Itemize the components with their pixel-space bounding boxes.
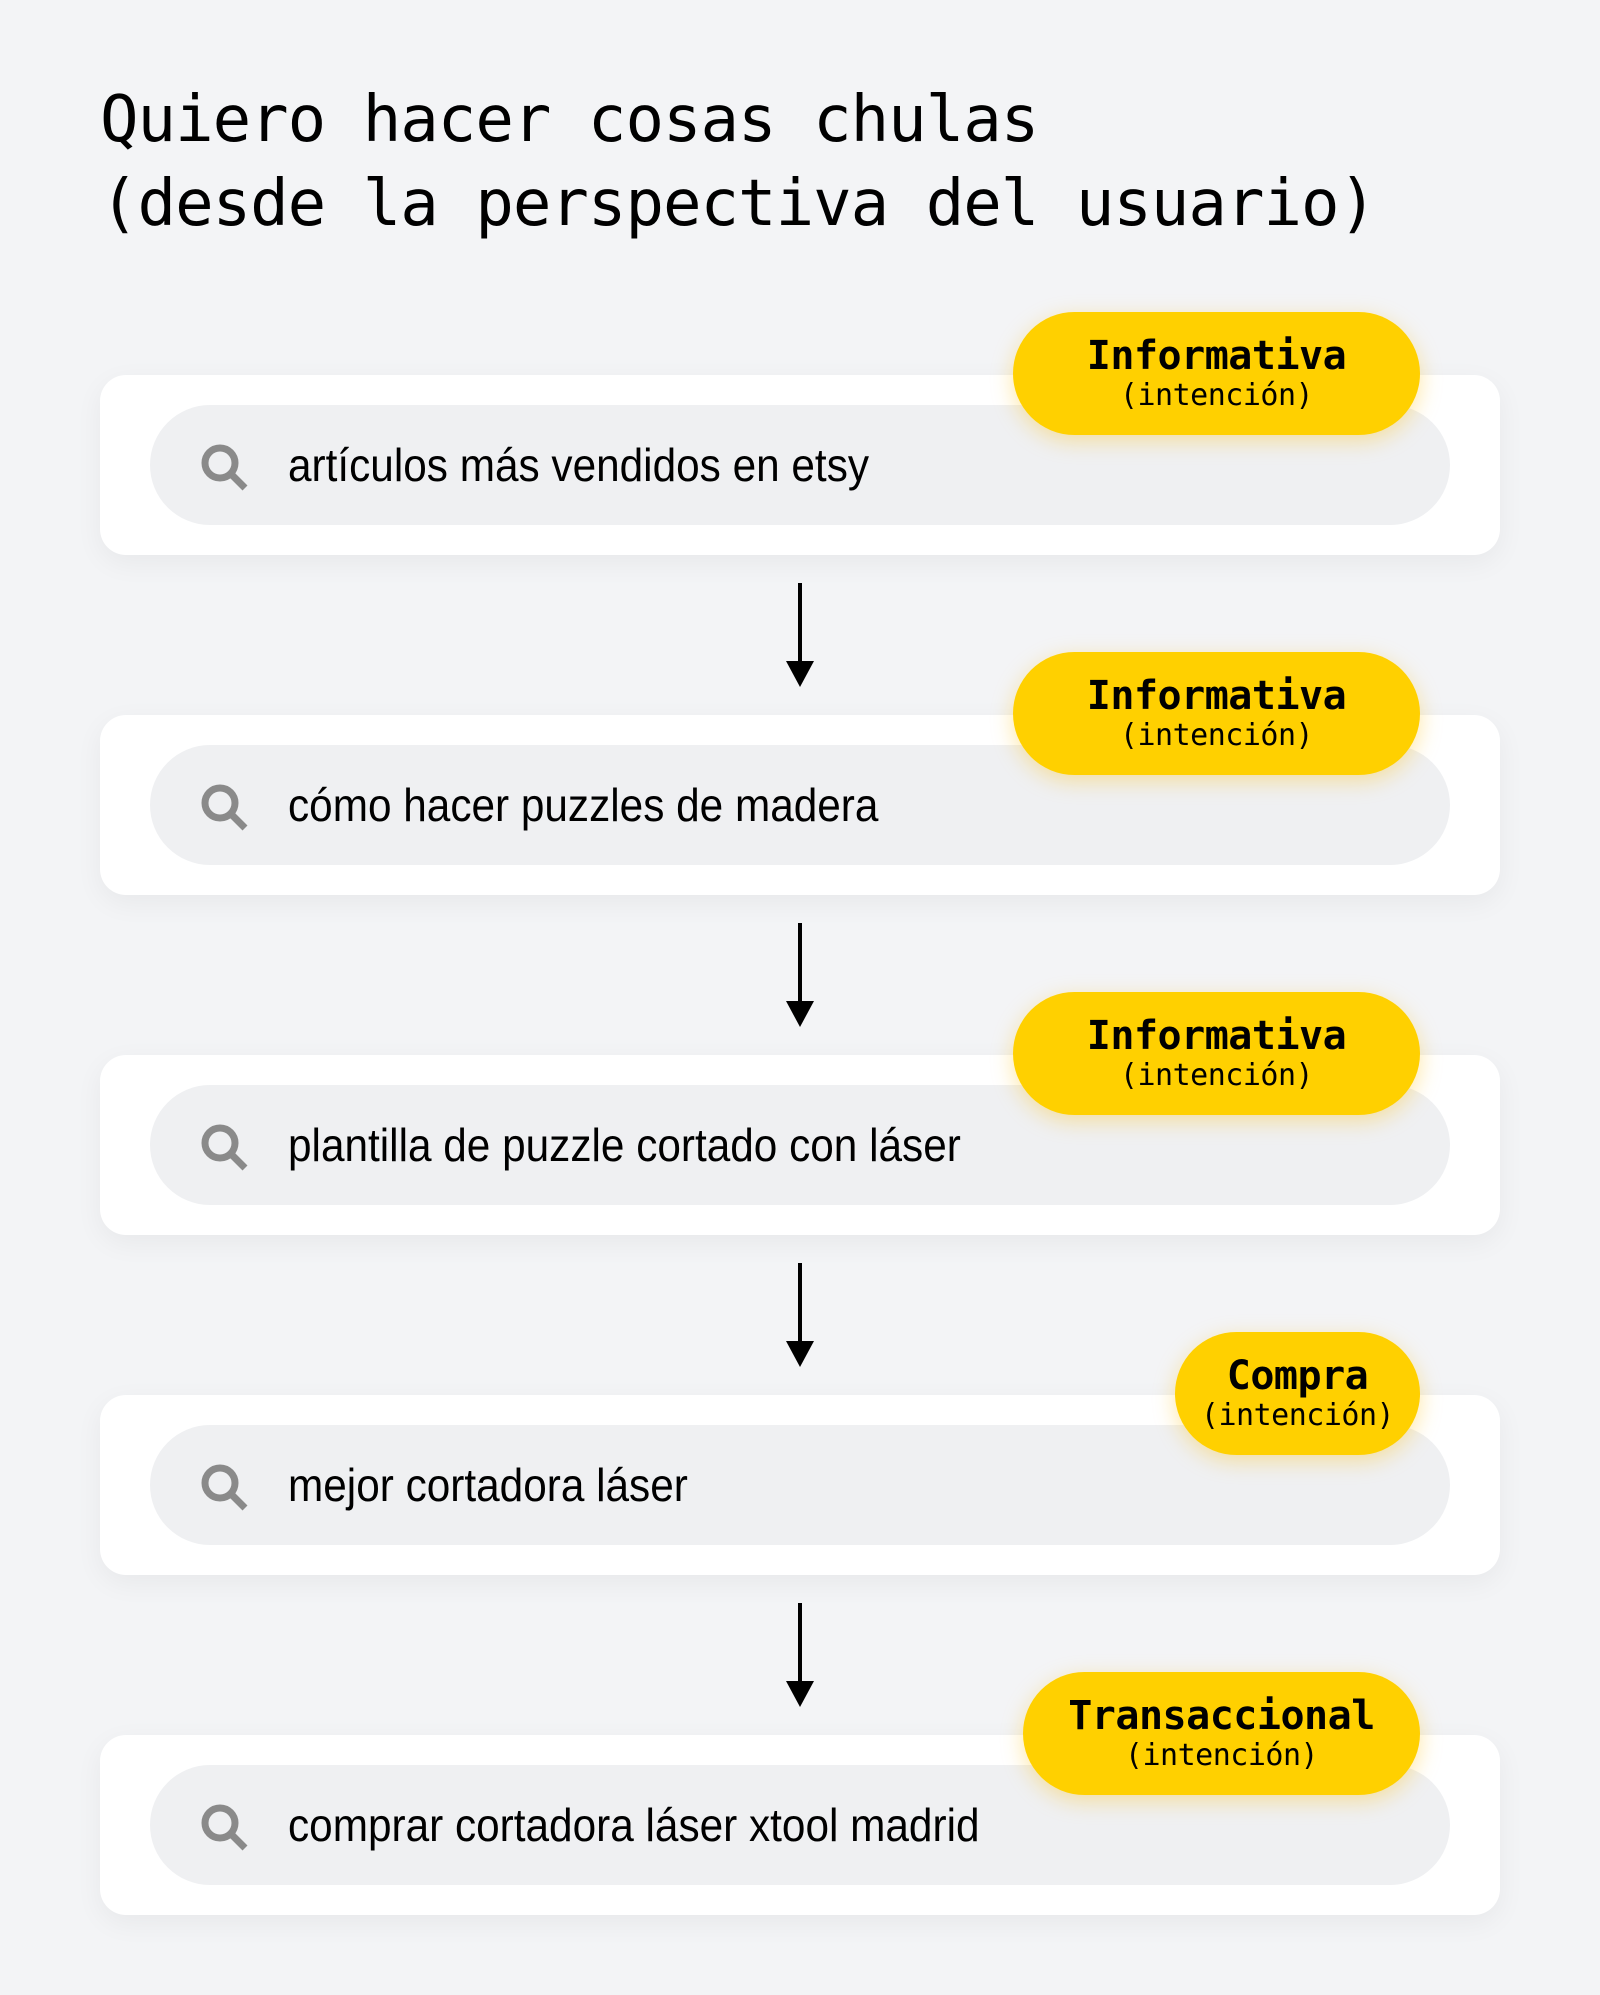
intent-badge: Informativa (intención) (1013, 992, 1420, 1115)
search-icon (201, 1464, 248, 1511)
intent-sublabel: (intención) (1200, 1397, 1395, 1433)
search-query: comprar cortadora láser xtool madrid (288, 1799, 980, 1851)
title-line-1: Quiero hacer cosas chulas (100, 83, 1039, 157)
search-query: artículos más vendidos en etsy (288, 439, 870, 491)
intent-label: Informativa (1086, 1012, 1347, 1059)
search-icon (201, 1804, 248, 1851)
arrow-down-icon (786, 1603, 814, 1707)
arrow-down-icon (786, 583, 814, 687)
intent-label: Compra (1226, 1352, 1369, 1399)
page-title: Quiero hacer cosas chulas (desde la pers… (100, 78, 1377, 246)
arrow-down-icon (786, 1263, 814, 1367)
intent-sublabel: (intención) (1119, 717, 1314, 753)
search-icon (201, 444, 248, 491)
arrow-down-icon (786, 923, 814, 1027)
intent-sublabel: (intención) (1124, 1737, 1319, 1773)
intent-sublabel: (intención) (1119, 377, 1314, 413)
intent-badge: Informativa (intención) (1013, 652, 1420, 775)
intent-sublabel: (intención) (1119, 1057, 1314, 1093)
search-icon (201, 1124, 248, 1171)
search-query: cómo hacer puzzles de madera (288, 779, 879, 831)
intent-label: Informativa (1086, 672, 1347, 719)
search-query: mejor cortadora láser (288, 1459, 688, 1511)
search-step-card: comprar cortadora láser xtool madrid (100, 1735, 1500, 1915)
intent-badge: Compra (intención) (1175, 1332, 1420, 1455)
intent-badge: Transaccional (intención) (1023, 1672, 1420, 1795)
search-query: plantilla de puzzle cortado con láser (288, 1119, 961, 1171)
title-line-2: (desde la perspectiva del usuario) (100, 167, 1377, 241)
intent-badge: Informativa (intención) (1013, 312, 1420, 435)
intent-label: Informativa (1086, 332, 1347, 379)
intent-label: Transaccional (1068, 1692, 1375, 1739)
search-icon (201, 784, 248, 831)
